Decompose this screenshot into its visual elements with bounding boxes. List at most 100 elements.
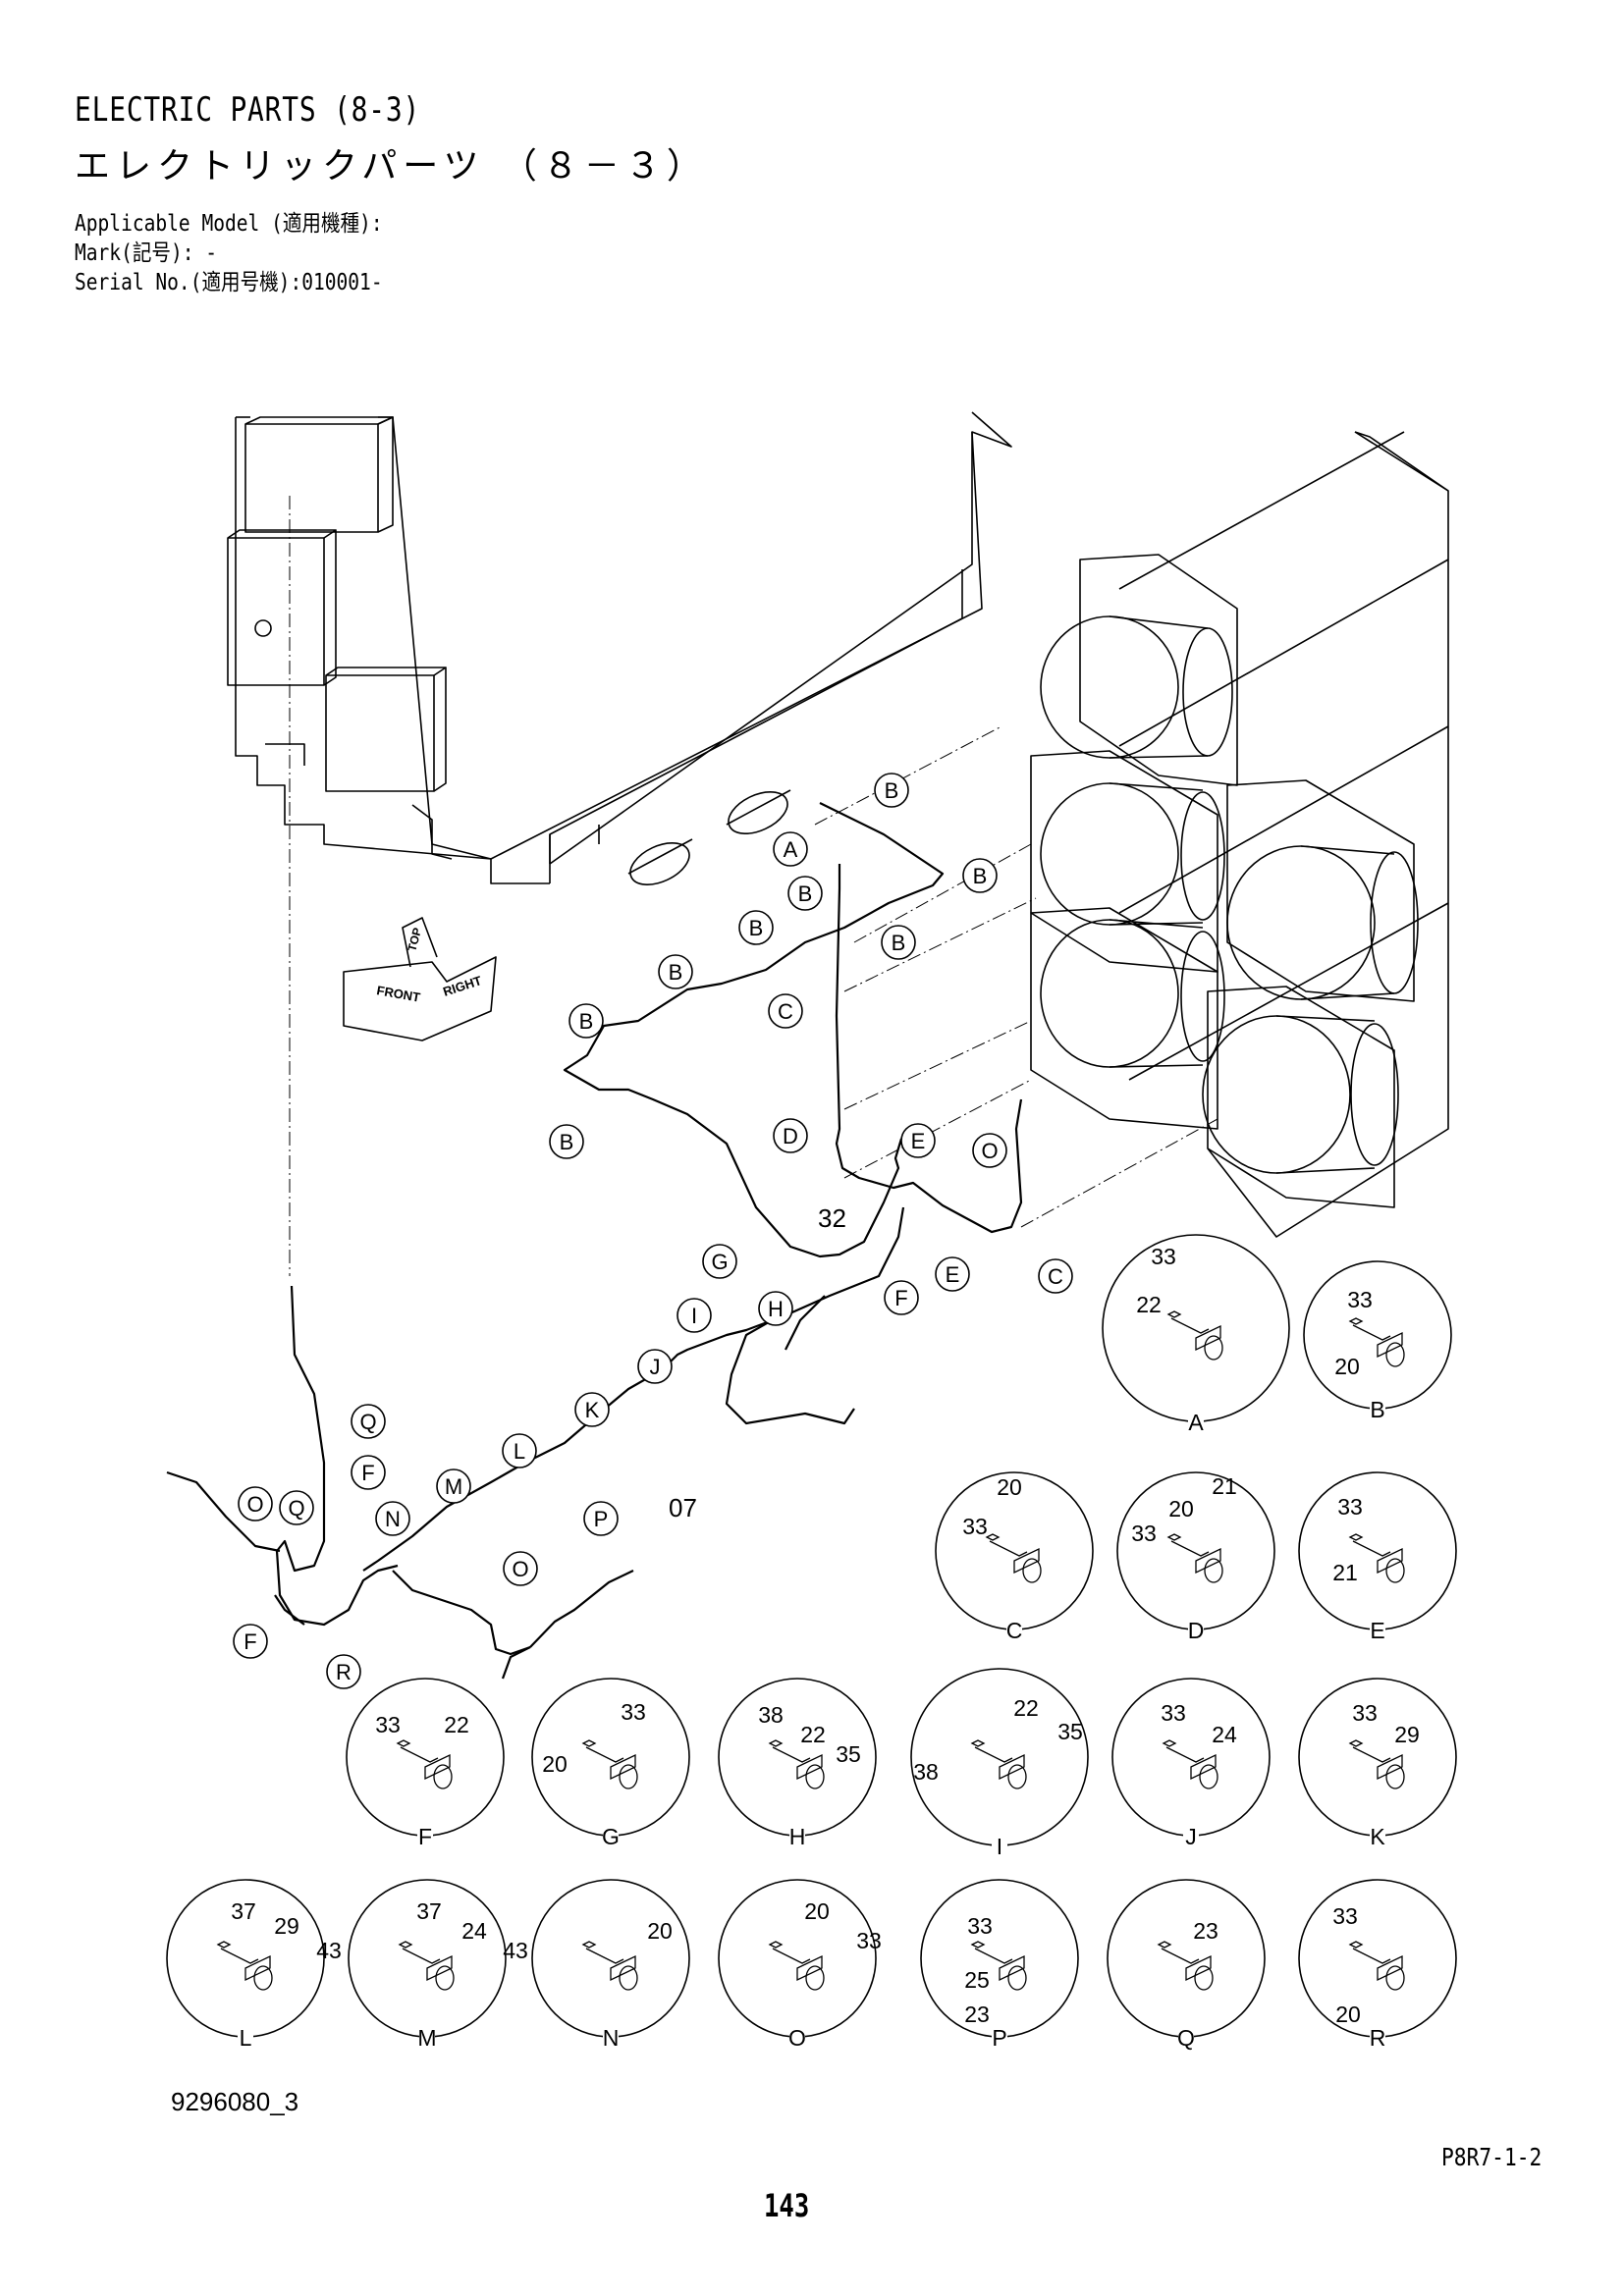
detail-part-number: 37 [231, 1898, 256, 1924]
callout-letter: B [798, 881, 813, 906]
detail-letter: H [789, 1824, 806, 1849]
orientation-top-label: TOP [405, 927, 424, 953]
leader-lines [289, 496, 1218, 1276]
callout-letter: C [778, 999, 793, 1024]
callout-k: K [574, 1392, 610, 1427]
detail-part-number: 43 [316, 1938, 342, 1963]
detail-part-number: 22 [444, 1712, 469, 1737]
detail-letter: K [1370, 1824, 1385, 1849]
callout-letter: B [973, 864, 988, 888]
callout-b: B [874, 773, 909, 808]
detail-letter: Q [1177, 2025, 1195, 2051]
detail-part-number: 38 [758, 1702, 784, 1728]
callout-c: C [1038, 1258, 1073, 1294]
callout-b: B [962, 858, 998, 893]
orientation-right-label: RIGHT [441, 973, 483, 999]
callout-e: E [900, 1123, 936, 1158]
callout-letter: A [784, 837, 798, 862]
callout-f: F [233, 1624, 268, 1659]
serial-number-label: Serial No.(適用号機):010001- [75, 270, 383, 295]
callout-letter: Q [359, 1410, 376, 1434]
callout-letter: I [691, 1304, 697, 1328]
detail-part-number: 38 [913, 1759, 939, 1785]
detail-part-number: 33 [1131, 1521, 1157, 1546]
callout-c: C [768, 993, 803, 1029]
callout-f: F [884, 1280, 919, 1315]
detail-part-number: 20 [1334, 1354, 1360, 1379]
detail-part-number: 20 [1335, 2002, 1361, 2027]
detail-part-number: 20 [647, 1918, 673, 1944]
callout-r: R [326, 1654, 361, 1689]
callout-letter: L [514, 1439, 525, 1464]
callout-b: B [568, 1003, 604, 1039]
detail-part-number: 33 [856, 1928, 882, 1953]
callout-letter: N [385, 1507, 401, 1531]
callout-b: B [658, 954, 693, 989]
detail-part-number: 20 [1168, 1496, 1194, 1522]
detail-part-number: 43 [503, 1938, 528, 1963]
callout-o: O [503, 1551, 538, 1586]
detail-part-number: 33 [1347, 1287, 1373, 1312]
callout-a: A [773, 831, 808, 867]
detail-letter: G [602, 1824, 620, 1849]
callout-b: B [738, 910, 774, 945]
callout-b: B [549, 1124, 584, 1159]
callout-letter: H [768, 1297, 784, 1321]
detail-part-number: 21 [1212, 1473, 1237, 1499]
callout-letter: J [650, 1355, 661, 1379]
callout-f: F [351, 1455, 386, 1490]
detail-part-number: 29 [1394, 1722, 1420, 1747]
callout-o: O [972, 1133, 1007, 1168]
callout-letter: E [946, 1262, 960, 1287]
detail-part-number: 33 [962, 1514, 988, 1539]
callout-letter: F [361, 1461, 374, 1485]
callout-e: E [935, 1256, 970, 1292]
callout-letter: E [911, 1129, 926, 1153]
detail-part-number: 20 [542, 1751, 568, 1777]
detail-view-o: O 20 33 [718, 1879, 882, 2051]
callout-letter: B [892, 931, 906, 955]
callout-letter: B [579, 1009, 594, 1034]
callout-letter: P [594, 1507, 609, 1531]
callout-i: I [677, 1298, 712, 1333]
detail-part-number: 33 [967, 1913, 993, 1939]
callout-letter: B [885, 778, 899, 803]
detail-letter: O [788, 2025, 806, 2051]
detail-view-q: Q 23 [1107, 1879, 1266, 2051]
callout-letter: G [711, 1250, 728, 1274]
page-code: P8R7-1-2 [1441, 2143, 1543, 2171]
detail-view-n: N20 [531, 1879, 690, 2051]
detail-letter: D [1188, 1618, 1205, 1643]
callout-letter: D [783, 1124, 798, 1148]
drawing-id: 9296080_3 [171, 2087, 299, 2116]
detail-part-number: 24 [1212, 1722, 1237, 1747]
callout-b: B [787, 876, 823, 911]
callout-j: J [637, 1349, 673, 1384]
callout-g: G [702, 1244, 737, 1279]
detail-part-number: 21 [1332, 1560, 1358, 1585]
page-title-ja: エレクトリックパーツ （８－３） [75, 146, 708, 187]
detail-part-number: 20 [804, 1898, 830, 1924]
detail-part-number: 33 [375, 1712, 401, 1737]
detail-part-number: 23 [1193, 1918, 1218, 1944]
detail-part-number: 22 [1136, 1292, 1162, 1317]
detail-part-number: 24 [461, 1918, 487, 1944]
callout-letter: B [669, 960, 683, 985]
callout-m: M [436, 1468, 471, 1504]
detail-part-number: 33 [1161, 1700, 1186, 1726]
detail-part-number: 22 [800, 1722, 826, 1747]
mark-label: Mark(記号): - [75, 240, 218, 266]
orientation-indicator [343, 917, 497, 1041]
detail-part-number: 33 [1352, 1700, 1378, 1726]
callout-letter: R [336, 1660, 352, 1684]
callout-d: D [773, 1118, 808, 1153]
cylinder-rack [1030, 431, 1449, 1238]
